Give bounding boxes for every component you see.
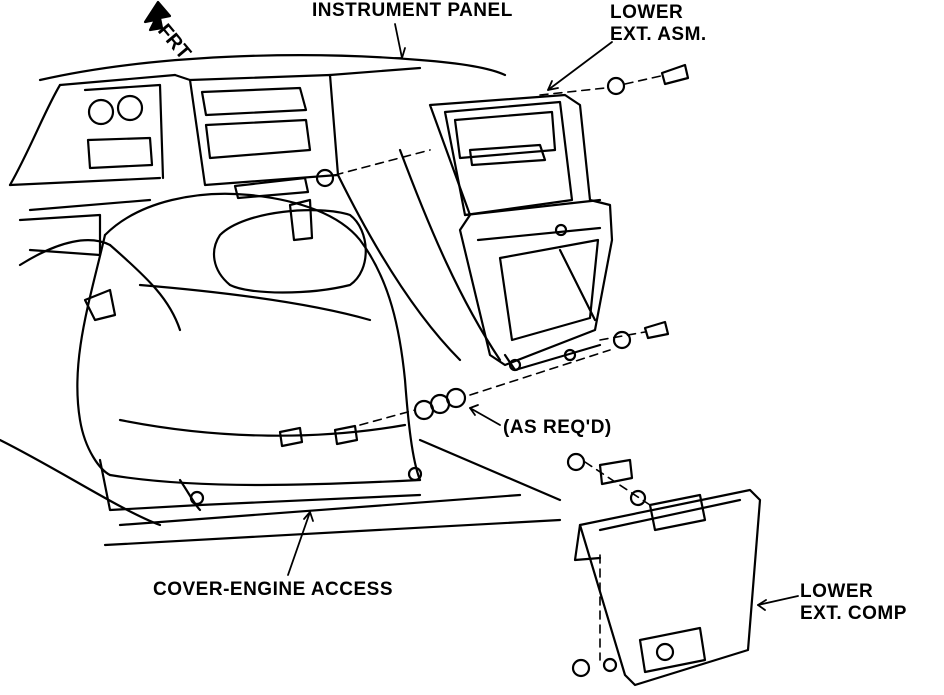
alignment-lines [334,74,666,661]
label-cover-engine-access: COVER-ENGINE ACCESS [153,579,393,600]
instrument-panel-outline [8,54,507,362]
label-lower-ext-comp-line1: LOWER [800,581,874,602]
lower-ext-asm-part [428,93,614,372]
cover-engine-access-part [0,176,562,547]
label-lower-ext-asm-line2: EXT. ASM. [610,24,707,45]
label-lower-ext-comp-line2: EXT. COMP [800,603,907,624]
front-direction-arrow [143,0,172,32]
fasteners [315,63,690,678]
label-lower-ext-asm: LOWER EXT. ASM. [610,2,707,46]
label-lower-ext-comp: LOWER EXT. COMP [800,581,907,625]
label-instrument-panel: INSTRUMENT PANEL [312,0,513,21]
label-as-reqd: (AS REQ'D) [503,417,612,438]
lower-ext-comp-part [573,488,762,687]
label-lower-ext-asm-line1: LOWER [610,2,684,23]
label-leaders [287,23,799,611]
